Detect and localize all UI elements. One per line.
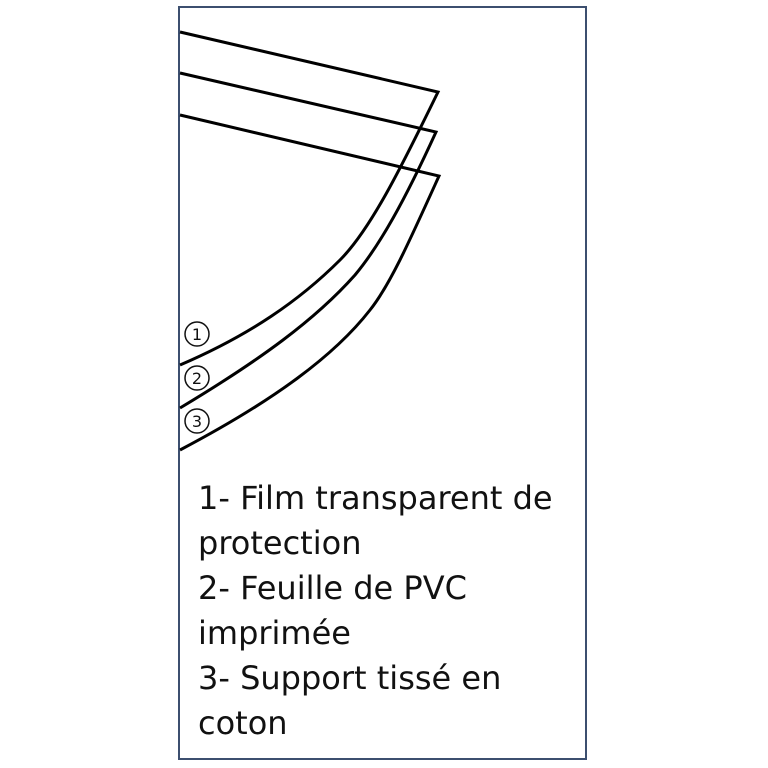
legend: 1- Film transparent de protection 2- Feu…: [198, 476, 578, 746]
layer-1-marker-label: 1: [192, 325, 202, 344]
layer-2-line: [179, 71, 439, 410]
layer-3-marker: 3: [184, 408, 210, 434]
legend-line-3: 2- Feuille de PVC: [198, 569, 467, 607]
legend-line-2: protection: [198, 524, 362, 562]
layer-1-marker: 1: [184, 321, 210, 347]
legend-line-5: 3- Support tissé en: [198, 659, 502, 697]
layer-3-marker-label: 3: [192, 412, 202, 431]
layer-3-line: [179, 113, 442, 452]
layer-2-marker-label: 2: [192, 369, 202, 388]
layer-2-marker: 2: [184, 365, 210, 391]
legend-line-6: coton: [198, 704, 288, 742]
legend-line-1: 1- Film transparent de: [198, 479, 553, 517]
layer-1-line: [179, 30, 441, 367]
legend-line-4: imprimée: [198, 614, 351, 652]
